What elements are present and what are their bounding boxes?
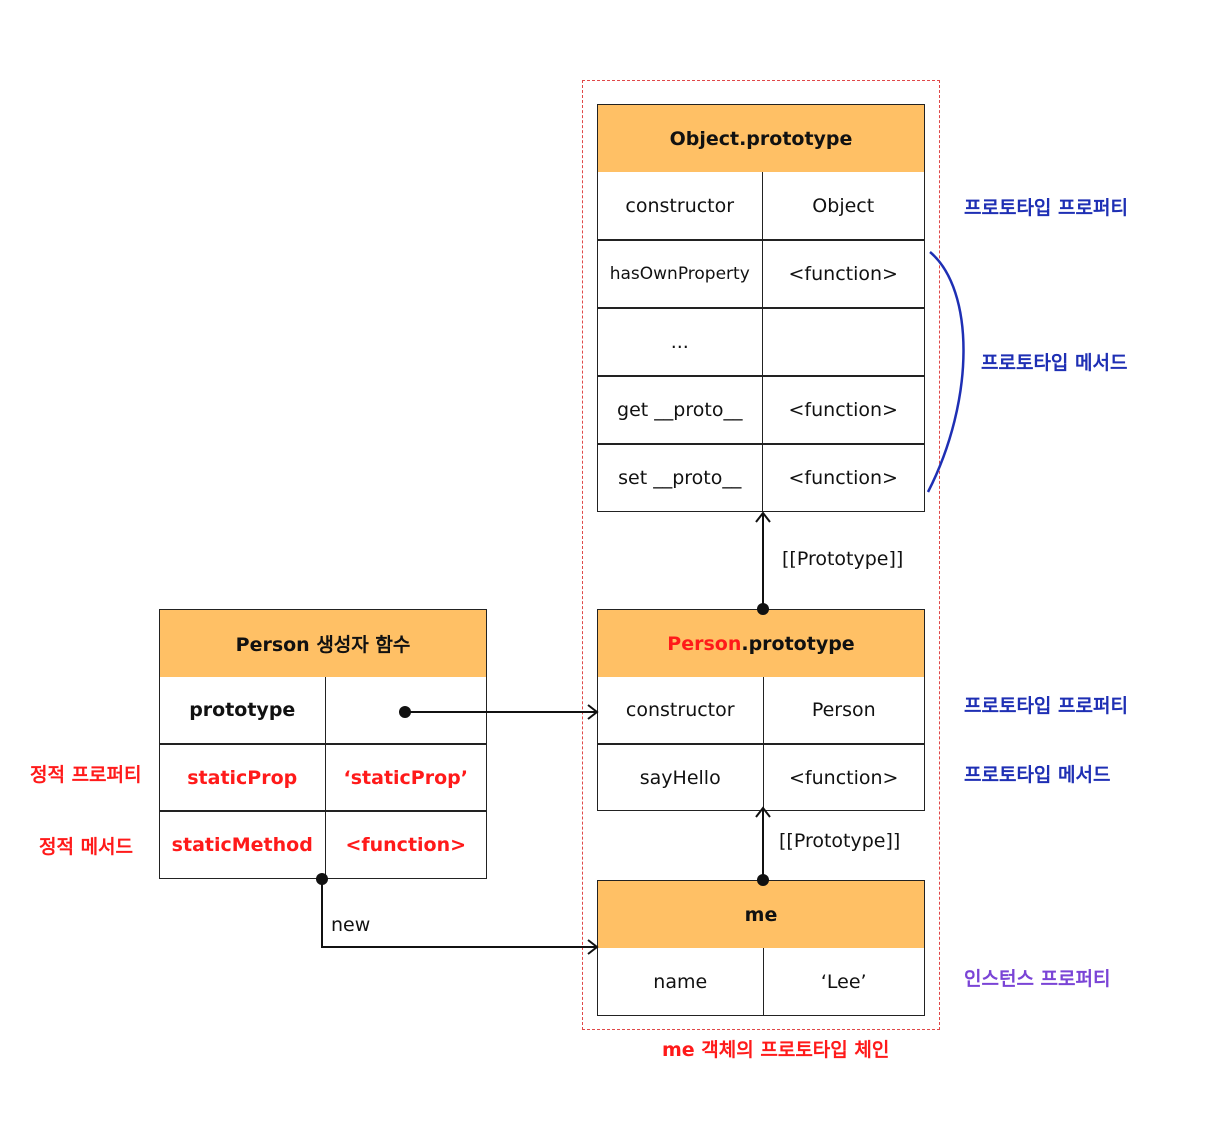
property-value: <function> (788, 467, 898, 489)
person-prototype-title: Person.prototype (597, 609, 925, 678)
new-label: new (331, 914, 371, 936)
property-key: constructor (598, 677, 764, 743)
property-key: ... (598, 309, 763, 375)
table-row: staticMethod <function> (159, 811, 487, 879)
property-key: hasOwnProperty (598, 241, 763, 307)
prototype-chain-caption: me 객체의 프로토타입 체인 (662, 1039, 890, 1061)
property-value: <function> (789, 766, 899, 789)
property-key: get __proto__ (598, 377, 763, 443)
static-method-value: <function> (345, 834, 467, 856)
prototype-chain-frame (582, 80, 940, 1030)
property-key: sayHello (598, 745, 764, 810)
property-value: Person (811, 699, 876, 721)
property-value: <function> (788, 399, 898, 421)
prototype-link-upper-label: [[Prototype]] (782, 548, 904, 570)
static-method-key: staticMethod (160, 812, 326, 878)
table-row: get __proto__ <function> (597, 376, 925, 444)
person-constructor-box: Person 생성자 함수 prototype staticProp ‘stat… (159, 609, 487, 879)
static-property-key: staticProp (160, 745, 326, 810)
table-row: constructor Object (597, 172, 925, 240)
link-origin-dot (399, 706, 411, 718)
arrowhead-up-icon (755, 511, 771, 523)
property-value: ‘Lee’ (820, 970, 867, 993)
object-prototype-box: Object.prototype constructor Object hasO… (597, 104, 925, 512)
property-value: <function> (788, 263, 898, 285)
person-constructor-title: Person 생성자 함수 (159, 609, 487, 678)
table-row: sayHello <function> (597, 744, 925, 811)
table-row: prototype (159, 677, 487, 744)
link-origin-dot (757, 874, 769, 886)
table-row: set __proto__ <function> (597, 444, 925, 512)
new-instance-arrow (321, 879, 596, 948)
object-proto-methods-note: 프로토타입 메서드 (981, 352, 1128, 374)
property-key: set __proto__ (598, 445, 763, 511)
property-value: Object (812, 194, 875, 217)
property-key: constructor (598, 172, 763, 239)
arrowhead-up-icon (755, 806, 771, 818)
arrowhead-right-icon (587, 704, 599, 720)
person-proto-property-note: 프로토타입 프로퍼티 (964, 695, 1128, 717)
table-row: staticProp ‘staticProp’ (159, 744, 487, 811)
table-row: ... (597, 308, 925, 376)
methods-brace (926, 251, 965, 493)
arrowhead-right-icon (587, 939, 599, 955)
static-property-note: 정적 프로퍼티 (30, 764, 142, 786)
me-object-box: me name ‘Lee’ (597, 880, 925, 1016)
link-origin-dot (316, 873, 328, 885)
table-row: hasOwnProperty <function> (597, 240, 925, 308)
static-property-value: ‘staticProp’ (343, 766, 468, 789)
me-object-title: me (597, 880, 925, 949)
property-key: prototype (160, 677, 326, 743)
person-prototype-title-name: Person (667, 632, 742, 655)
instance-property-note: 인스턴스 프로퍼티 (964, 968, 1111, 990)
property-key: name (598, 948, 764, 1015)
table-row: name ‘Lee’ (597, 948, 925, 1016)
link-origin-dot (757, 603, 769, 615)
prototype-link-lower-label: [[Prototype]] (779, 830, 901, 852)
object-proto-property-note: 프로토타입 프로퍼티 (964, 197, 1128, 219)
person-proto-method-note: 프로토타입 메서드 (964, 764, 1111, 786)
static-method-note: 정적 메서드 (39, 836, 134, 858)
object-prototype-title: Object.prototype (597, 104, 925, 173)
person-prototype-box: Person.prototype constructor Person sayH… (597, 609, 925, 811)
table-row: constructor Person (597, 677, 925, 744)
person-prototype-title-suffix: .prototype (741, 632, 855, 655)
